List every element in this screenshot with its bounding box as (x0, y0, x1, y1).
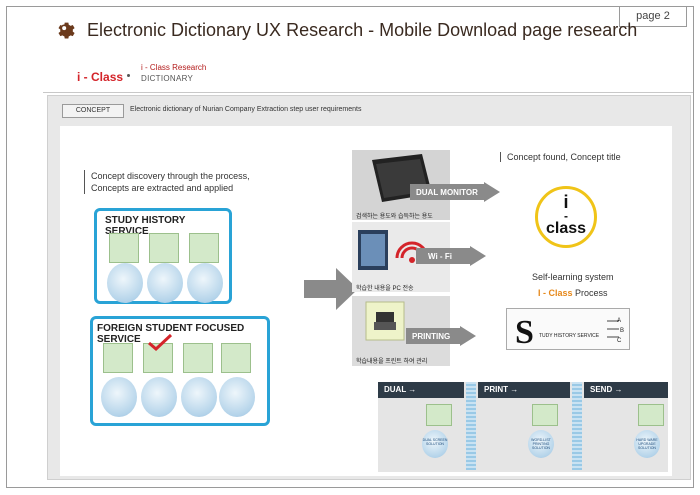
note-card-icon (189, 233, 219, 263)
page-frame: page 2 Electronic Dictionary UX Research… (6, 6, 694, 488)
abc-diagram-icon: ABC (607, 318, 624, 344)
svg-text:C: C (617, 338, 622, 344)
printer-icon (365, 301, 405, 341)
send-chip-icon (638, 404, 664, 426)
service-blob-1 (107, 263, 143, 303)
breadcrumb-sub[interactable]: DICTIONARY (141, 74, 194, 83)
intro-line-1: Concept discovery through the process, (91, 171, 250, 181)
brand-dash: - (80, 70, 92, 84)
logo-class: class (545, 220, 587, 237)
iclass-logo: i - class (535, 186, 597, 248)
process-word: Process (572, 288, 608, 298)
page-title: Electronic Dictionary UX Research - Mobi… (87, 19, 638, 40)
checkmark-icon (148, 333, 173, 351)
foreign-student-title: FOREIGN STUDENT FOCUSED SERVICE (97, 323, 245, 345)
brand-prefix: i (77, 70, 81, 84)
intro-line-2: Concepts are extracted and applied (91, 183, 234, 193)
bottom-process-bar: DUAL → PRINT → SEND → DUAL SCREEN SOLUTI… (378, 382, 668, 472)
service-blob-4 (101, 377, 137, 417)
dual-monitor-label: DUAL MONITOR (416, 188, 478, 197)
big-arrow-icon (304, 268, 358, 310)
printing-label: PRINTING (412, 332, 451, 341)
intro-text: Concept discovery through the process, C… (84, 170, 250, 194)
printer-caption: 학습내용을 프린트 하여 관리 (356, 359, 428, 365)
brand-name: Class (91, 70, 124, 84)
ink-card-icon (149, 233, 179, 263)
process-brand: I - Class (538, 288, 573, 298)
up-arrow-card-icon (221, 343, 251, 373)
dual-chip-icon (426, 404, 452, 426)
concept-panel: CONCEPT Electronic dictionary of Nurian … (47, 95, 691, 480)
page-number: page 2 (619, 7, 687, 27)
dual-monitor-arrow (410, 182, 500, 202)
header: Electronic Dictionary UX Research - Mobi… (55, 19, 637, 41)
service-blob-3 (187, 263, 223, 303)
brand-logo[interactable]: i - Class (77, 70, 123, 84)
print-blob: WORD-LIST PRINTING SOLUTION (528, 430, 554, 458)
study-history-box: STUDY HISTORY SERVICE (94, 208, 232, 304)
separator-dot (127, 74, 130, 77)
svg-text:A: A (617, 318, 621, 324)
foreign-student-box: FOREIGN STUDENT FOCUSED SERVICE (90, 316, 270, 426)
send-header: SEND → (584, 382, 668, 398)
study-card-text: TUDY HISTORY SERVICE (539, 333, 600, 339)
self-learning-text: Self-learning system (532, 272, 614, 282)
dual-header: DUAL → (378, 382, 464, 398)
print-chip-icon (532, 404, 558, 426)
process-text: I - Class Process (538, 288, 608, 298)
logo-i: i (563, 192, 569, 212)
pen-card-icon (183, 343, 213, 373)
laptop-caption: 검색하는 용도와 습득하는 용도 (356, 214, 433, 220)
gear-icon (58, 22, 75, 39)
phone-wifi-icon (358, 230, 429, 270)
study-history-title: STUDY HISTORY SERVICE (105, 215, 186, 237)
breadcrumb: i - Class Research DICTIONARY (141, 62, 206, 84)
printing-arrow (406, 326, 476, 346)
wifi-label: Wi - Fi (428, 252, 452, 261)
dual-blob: DUAL SCREEN SOLUTION (422, 430, 448, 458)
wifi-arrow (416, 246, 486, 266)
concept-button[interactable]: CONCEPT (62, 104, 124, 118)
s-logo-icon: S (515, 314, 534, 349)
breadcrumb-title[interactable]: i - Class Research (141, 63, 207, 72)
phone-caption: 학습한 내용을 PC 전송 (356, 286, 414, 292)
concept-found-title: Concept found, Concept title (500, 152, 621, 162)
service-blob-5 (141, 377, 177, 417)
service-blob-6 (181, 377, 217, 417)
stripe-1 (466, 382, 476, 470)
service-blob-2 (147, 263, 183, 303)
content-area: Concept discovery through the process, C… (60, 126, 672, 476)
brand-bar: i - Class i - Class Research DICTIONARY (43, 59, 693, 93)
svg-text:B: B (620, 328, 624, 334)
print-header: PRINT → (478, 382, 570, 398)
dictionary-card-icon (103, 343, 133, 373)
phone-image: 학습한 내용을 PC 전송 (352, 222, 450, 292)
service-blob-7 (219, 377, 255, 417)
send-blob: HARD WARE UPGRADE SOLUTION (634, 430, 660, 458)
concept-description: Electronic dictionary of Nurian Company … (130, 106, 362, 113)
logo-dash: - (564, 209, 568, 223)
stripe-2 (572, 382, 582, 470)
svg-text:S: S (515, 314, 534, 349)
print-card-icon (109, 233, 139, 263)
